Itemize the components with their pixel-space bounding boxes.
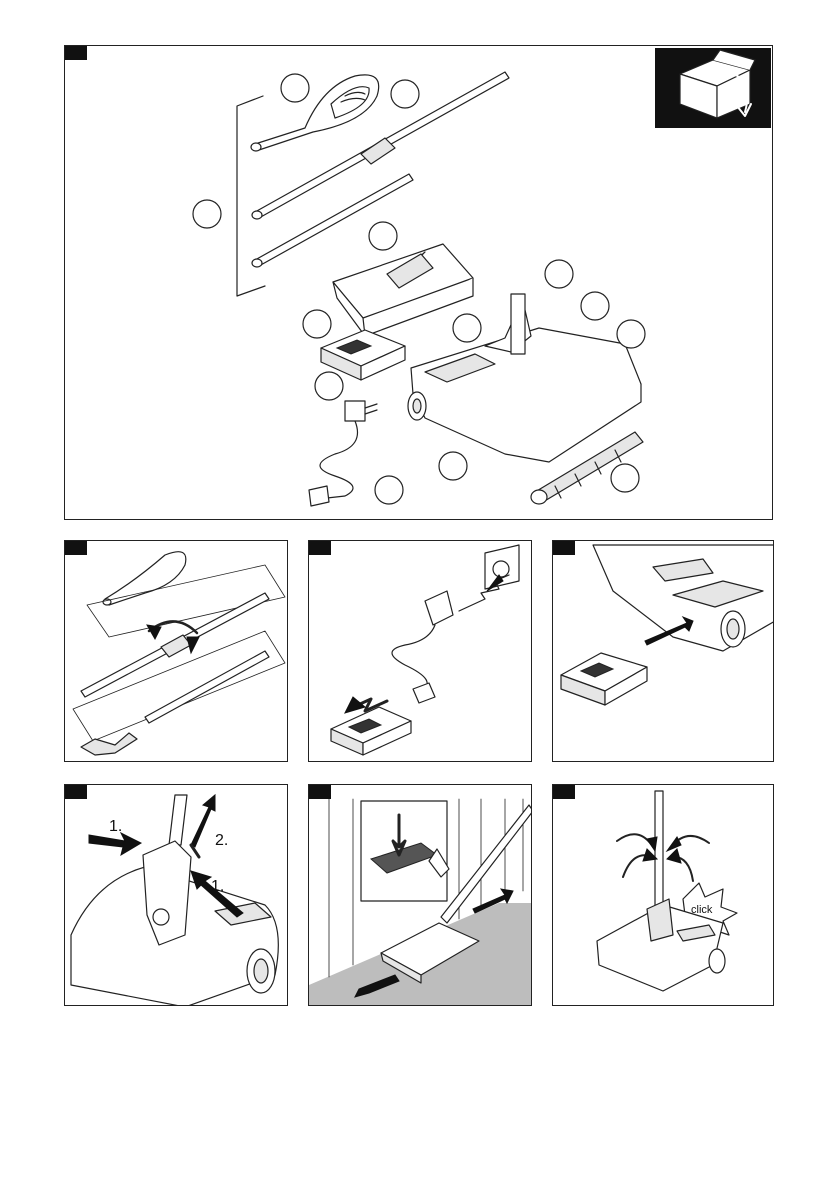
part-callout-grip (281, 74, 309, 102)
part-callout-switch (453, 314, 481, 342)
figure-handle-mounting: 1. 2. 1. (64, 784, 288, 1006)
step-label-push-other: 1. (211, 878, 224, 895)
part-callout-housing (617, 320, 645, 348)
battery-insertion-drawing (553, 541, 774, 762)
part-callout-dust-tray (369, 222, 397, 250)
figure-charging (308, 540, 532, 762)
step-label-push-first: 1. (109, 818, 122, 835)
charger-plug (425, 591, 453, 625)
sweeping-drawing (309, 785, 532, 1006)
figure-handle-click: click (552, 784, 774, 1006)
handle-mounting-drawing: 1. 2. 1. (65, 785, 288, 1006)
figure-handle-assembly (64, 540, 288, 762)
handle-grip (251, 75, 379, 151)
part-callout-base (439, 452, 467, 480)
part-callout-brush (611, 464, 639, 492)
charger-adapter (309, 401, 377, 506)
part-callout-handle-mount (545, 260, 573, 288)
sweeper-body (408, 294, 641, 462)
part-callout-upper-tube (391, 80, 419, 108)
handle-assembly-drawing (65, 541, 288, 762)
charging-drawing (309, 541, 532, 762)
part-callout-cover (581, 292, 609, 320)
handle-click-drawing: click (553, 785, 774, 1006)
figure-sweeping (308, 784, 532, 1006)
step-label-lift-second: 2. (215, 832, 228, 849)
dust-tray (333, 244, 473, 336)
figure-parts-overview (64, 45, 773, 520)
parts-overview-drawing (65, 46, 773, 520)
part-callout-charger (315, 372, 343, 400)
part-callout-tube-set (193, 200, 221, 228)
part-callout-cable (375, 476, 403, 504)
open-box-arrow-icon (655, 48, 771, 128)
part-callout-battery (303, 310, 331, 338)
lower-tube (252, 174, 413, 267)
figure-battery-insertion (552, 540, 774, 762)
